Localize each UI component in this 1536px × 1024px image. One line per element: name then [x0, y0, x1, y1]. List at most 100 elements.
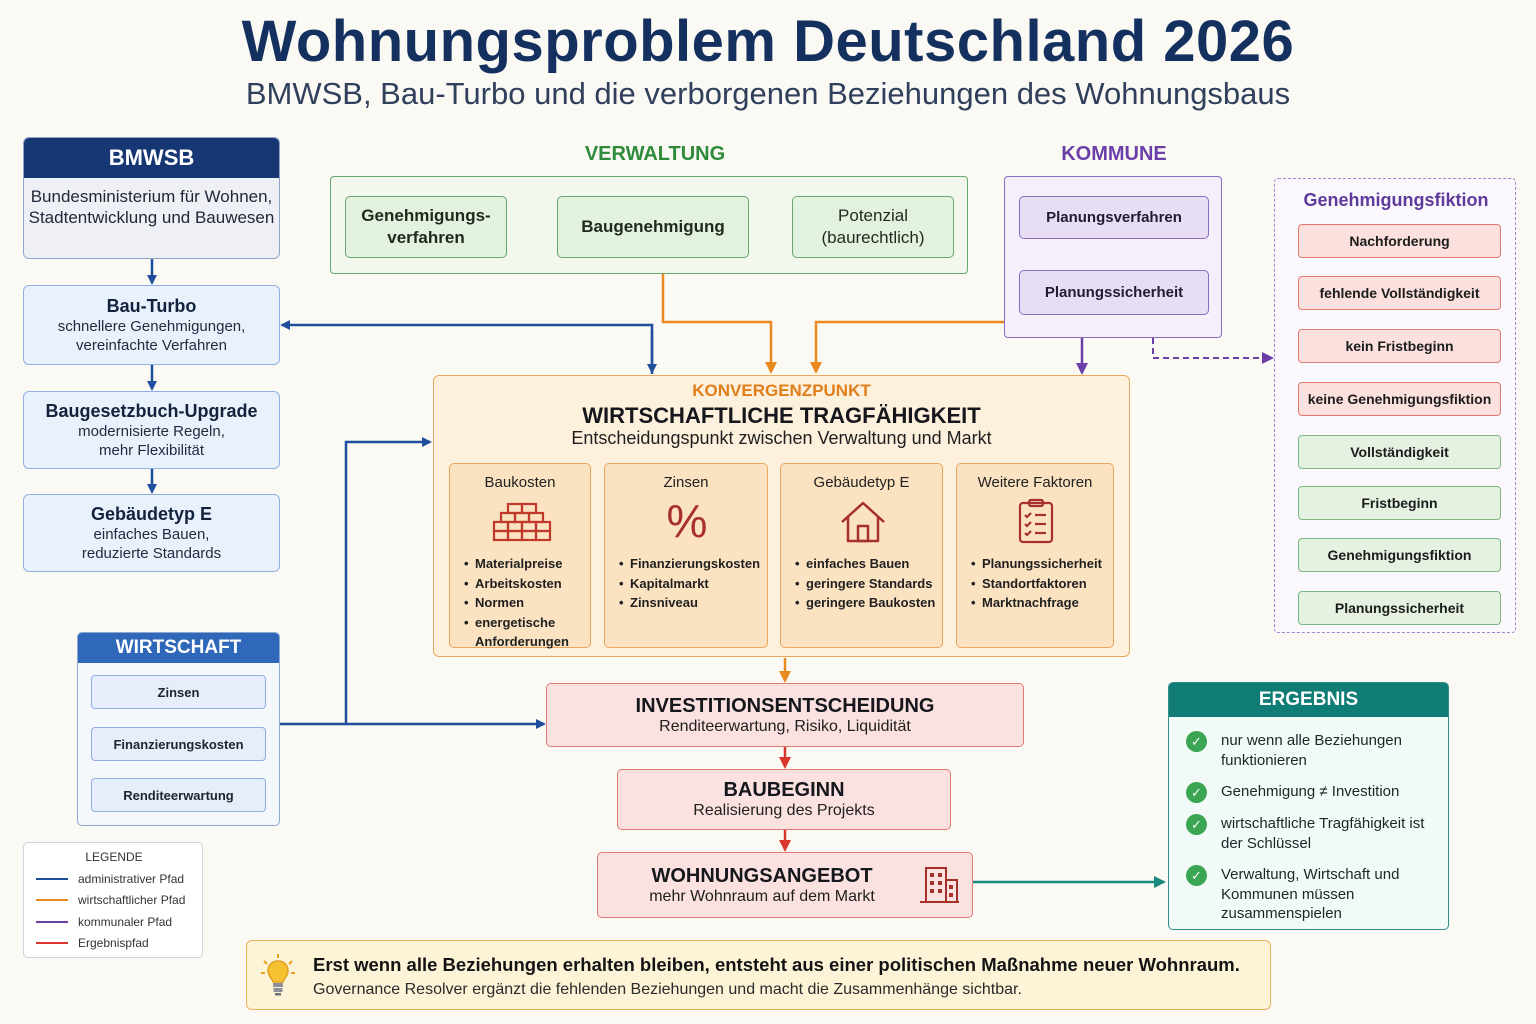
check-icon: ✓	[1186, 814, 1207, 835]
gf-node-planungssicherheit: Planungssicherheit	[1298, 591, 1501, 625]
investition-description: Renditeerwartung, Risiko, Liquidität	[659, 717, 911, 735]
factor-baukosten-title: Baukosten	[484, 474, 556, 491]
konvergenz-title: WIRTSCHAFTLICHE TRAGFÄHIGKEIT	[582, 403, 981, 428]
list-item: geringere Standards	[795, 574, 935, 594]
list-item: Kapitalmarkt	[619, 574, 760, 594]
baugenehmigung-node: Baugenehmigung	[557, 196, 749, 258]
wirtschaft-node-zinsen: Zinsen	[91, 675, 266, 709]
legend-swatch	[36, 877, 68, 881]
legend-swatch	[36, 898, 68, 902]
gebaeudetyp-card: Gebäudetyp E einfaches Bauen, reduzierte…	[23, 494, 280, 572]
bau-turbo-card: Bau-Turbo schnellere Genehmigungen, vere…	[23, 285, 280, 365]
legend-label: administrativer Pfad	[78, 872, 185, 886]
baugesetzbuch-title: Baugesetzbuch-Upgrade	[45, 400, 258, 421]
ergebnis-title: ERGEBNIS	[1169, 683, 1448, 717]
bau-turbo-description: schnellere Genehmigungen, vereinfachte V…	[57, 317, 246, 354]
legend-item: wirtschaftlicher Pfad	[36, 893, 185, 907]
baubeginn-description: Realisierung des Projekts	[693, 802, 875, 819]
bmwsb-card: BMWSB Bundesministerium für Wohnen, Stad…	[23, 137, 280, 259]
ergebnis-item: ✓ Genehmigung ≠ Investition	[1186, 782, 1436, 803]
gf-node-kein-fristbeginn: kein Fristbeginn	[1298, 329, 1501, 363]
genehmigungsverfahren-node: Genehmigungs- verfahren	[345, 196, 507, 258]
factor-weitere: Weitere Faktoren Planungssicherheit Stan…	[956, 463, 1114, 648]
footer-statement: Erst wenn alle Beziehungen erhalten blei…	[313, 954, 1240, 975]
konvergenz-kicker: KONVERGENZPUNKT	[692, 381, 871, 400]
list-item: geringere Baukosten	[795, 593, 935, 613]
konvergenz-subtitle: Entscheidungspunkt zwischen Verwaltung u…	[571, 428, 992, 448]
kommune-title: KOMMUNE	[1061, 143, 1167, 165]
check-icon: ✓	[1186, 782, 1207, 803]
list-item: einfaches Bauen	[795, 554, 935, 574]
legend-item: administrativer Pfad	[36, 872, 184, 886]
gf-node-nachforderung: Nachforderung	[1298, 224, 1501, 258]
bau-turbo-title: Bau-Turbo	[106, 295, 197, 316]
list-item: Standortfaktoren	[971, 574, 1102, 594]
legend-label: Ergebnispfad	[78, 936, 149, 950]
percent-icon: %	[666, 495, 708, 547]
list-item: Materialpreise	[464, 554, 574, 574]
ergebnis-item-text: nur wenn alle Beziehungen funktionieren	[1221, 732, 1402, 769]
planungssicherheit-node: Planungssicherheit	[1019, 270, 1209, 315]
checklist-icon	[1018, 498, 1054, 544]
factor-zinsen: Zinsen % Finanzierungskosten Kapitalmark…	[604, 463, 768, 648]
gf-node-fristbeginn: Fristbeginn	[1298, 486, 1501, 520]
wohnungsangebot-node: WOHNUNGSANGEBOT mehr Wohnraum auf dem Ma…	[597, 852, 973, 918]
lightbulb-icon	[261, 954, 295, 996]
wohnungsangebot-title: WOHNUNGSANGEBOT	[651, 864, 873, 887]
footer-note: Governance Resolver ergänzt die fehlende…	[313, 981, 1022, 998]
legend-item: kommunaler Pfad	[36, 915, 172, 929]
check-icon: ✓	[1186, 731, 1207, 752]
baugesetzbuch-description: modernisierte Regeln, mehr Flexibilität	[78, 422, 225, 459]
baubeginn-node: BAUBEGINN Realisierung des Projekts	[617, 769, 951, 830]
list-item: Marktnachfrage	[971, 593, 1102, 613]
genehmigungsfiktion-title: Genehmigungsfiktion	[1303, 190, 1489, 210]
check-icon: ✓	[1186, 865, 1207, 886]
wirtschaft-title: WIRTSCHAFT	[78, 633, 279, 663]
house-icon	[841, 501, 885, 543]
page-title: Wohnungsproblem Deutschland 2026	[241, 9, 1295, 74]
ergebnis-item: ✓ nur wenn alle Beziehungen funktionieren	[1186, 731, 1436, 770]
list-item: Arbeitskosten	[464, 574, 574, 594]
ergebnis-item: ✓ wirtschaftliche Tragfähigkeit ist der S…	[1186, 814, 1436, 853]
investitionsentscheidung-node: INVESTITIONSENTSCHEIDUNG Renditeerwartun…	[546, 683, 1024, 747]
factor-zinsen-title: Zinsen	[663, 474, 709, 491]
wirtschaft-node-renditeerwartung: Renditeerwartung	[91, 778, 266, 812]
verwaltung-title: VERWALTUNG	[584, 143, 726, 165]
footer-callout: Erst wenn alle Beziehungen erhalten blei…	[246, 940, 1271, 1010]
bricks-icon	[492, 502, 552, 542]
legend-label: kommunaler Pfad	[78, 915, 173, 929]
legend-title: LEGENDE	[85, 850, 143, 864]
investition-title: INVESTITIONSENTSCHEIDUNG	[635, 694, 935, 717]
potenzial-label: Potenzial (baurechtlich)	[821, 206, 925, 247]
ergebnis-panel: ERGEBNIS	[1168, 682, 1449, 930]
legend: LEGENDE administrativer Pfad wirtschaftl…	[23, 842, 203, 958]
list-item: Planungssicherheit	[971, 554, 1102, 574]
legend-swatch	[36, 920, 68, 924]
ergebnis-item-text: Genehmigung ≠ Investition	[1221, 783, 1400, 800]
gebaeudetyp-title: Gebäudetyp E	[90, 503, 213, 524]
page-subtitle: BMWSB, Bau-Turbo und die verborgenen Bez…	[245, 76, 1291, 111]
list-item: Normen	[464, 593, 574, 613]
bmwsb-description: Bundesministerium für Wohnen, Stadtentwi…	[28, 187, 275, 227]
list-item: energetische Anforderungen	[464, 613, 574, 652]
potenzial-node: Potenzial (baurechtlich)	[792, 196, 954, 258]
planungsverfahren-node: Planungsverfahren	[1019, 196, 1209, 239]
list-item: Zinsniveau	[619, 593, 760, 613]
factor-weitere-title: Weitere Faktoren	[977, 474, 1093, 491]
wirtschaft-node-finanzierungskosten: Finanzierungskosten	[91, 727, 266, 761]
list-item: Finanzierungskosten	[619, 554, 760, 574]
factor-baukosten: Baukosten Materialpreise Arbeitskosten N…	[449, 463, 591, 649]
gf-node-keine-genehmigungsfiktion: keine Genehmigungsfiktion	[1298, 382, 1501, 416]
factor-gebaeudetyp-title: Gebäudetyp E	[813, 474, 910, 491]
legend-item: Ergebnispfad	[36, 936, 149, 950]
legend-swatch	[36, 941, 68, 945]
ergebnis-item-text: Verwaltung, Wirtschaft und Kommunen müss…	[1221, 866, 1400, 922]
gf-node-genehmigungsfiktion: Genehmigungsfiktion	[1298, 538, 1501, 572]
baugesetzbuch-card: Baugesetzbuch-Upgrade modernisierte Rege…	[23, 391, 280, 469]
bmwsb-title: BMWSB	[24, 138, 279, 178]
building-icon	[920, 867, 959, 903]
baubeginn-title: BAUBEGINN	[723, 779, 845, 801]
gf-node-vollstaendigkeit: Vollständigkeit	[1298, 435, 1501, 469]
gebaeudetyp-description: einfaches Bauen, reduzierte Standards	[81, 525, 222, 562]
ergebnis-item-text: wirtschaftliche Tragfähigkeit ist der Sc…	[1221, 815, 1425, 852]
